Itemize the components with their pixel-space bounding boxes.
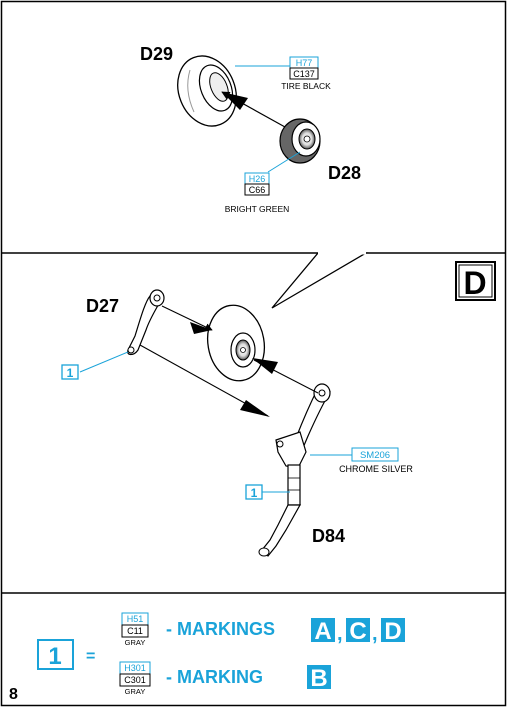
part-label-tire: D29 [140,44,173,64]
version-letter: D [463,265,486,301]
strut-drawing [258,383,331,557]
marking-letter: A [314,618,331,645]
paint-c-code: C137 [293,69,315,79]
legend-key: 1 [48,643,61,670]
step2-assembly [79,289,352,557]
detail-callout-wedge [271,251,369,309]
paint-ref-strut: 1 [245,484,263,500]
paint-h-code: H51 [127,614,144,624]
paint-c-code: C66 [249,185,266,195]
paint-c-code: C11 [127,626,143,636]
paint-name: GRAY [125,638,146,647]
legend-row-2: H301 C301 GRAY - MARKING B [119,661,331,696]
paint-h-code: H26 [249,174,266,184]
paint-name: CHROME SILVER [339,464,413,474]
marking-letter: B [310,665,327,692]
hub-drawing [279,118,321,164]
legend-equals: = [86,648,95,665]
paint-name: BRIGHT GREEN [225,204,290,214]
paint-c-code: C301 [124,675,146,685]
page-number: 8 [9,686,18,703]
marking-text: - MARKING [166,667,263,687]
paint-ref-arm: 1 [61,364,79,380]
paint-ref-number: 1 [67,366,74,380]
paint-legend: 1 = H51 C11 GRAY - MARKINGS A , C , D H3… [37,612,405,696]
step1-assembly [177,55,321,173]
paint-h-code: H301 [124,663,146,673]
arm-drawing [127,289,165,356]
legend-row-1: H51 C11 GRAY - MARKINGS A , C , D [121,612,405,647]
marking-letter: C [349,618,366,645]
paint-name: GRAY [125,687,146,696]
legend-key-box [37,639,74,670]
marking-letter: D [384,618,401,645]
paint-callout-bright-green: H26 C66 BRIGHT GREEN [225,172,290,214]
paint-ref-number: 1 [251,486,258,500]
paint-code: SM206 [360,450,390,461]
part-label-arm: D27 [86,296,119,316]
letter-separator: , [337,623,343,645]
paint-h-code: H77 [296,58,313,68]
assembly-arrow [161,305,213,331]
wheel-drawing [206,304,266,382]
version-letter-badge: D [455,261,496,301]
markings-text: - MARKINGS [166,619,275,639]
letter-separator: , [372,623,378,645]
paint-name: TIRE BLACK [281,81,331,91]
paint-callout-chrome-silver: SM206 CHROME SILVER [339,447,413,474]
part-label-strut: D84 [312,526,345,546]
part-label-hub: D28 [328,163,361,183]
paint-callout-tire-black: H77 C137 TIRE BLACK [281,56,331,91]
